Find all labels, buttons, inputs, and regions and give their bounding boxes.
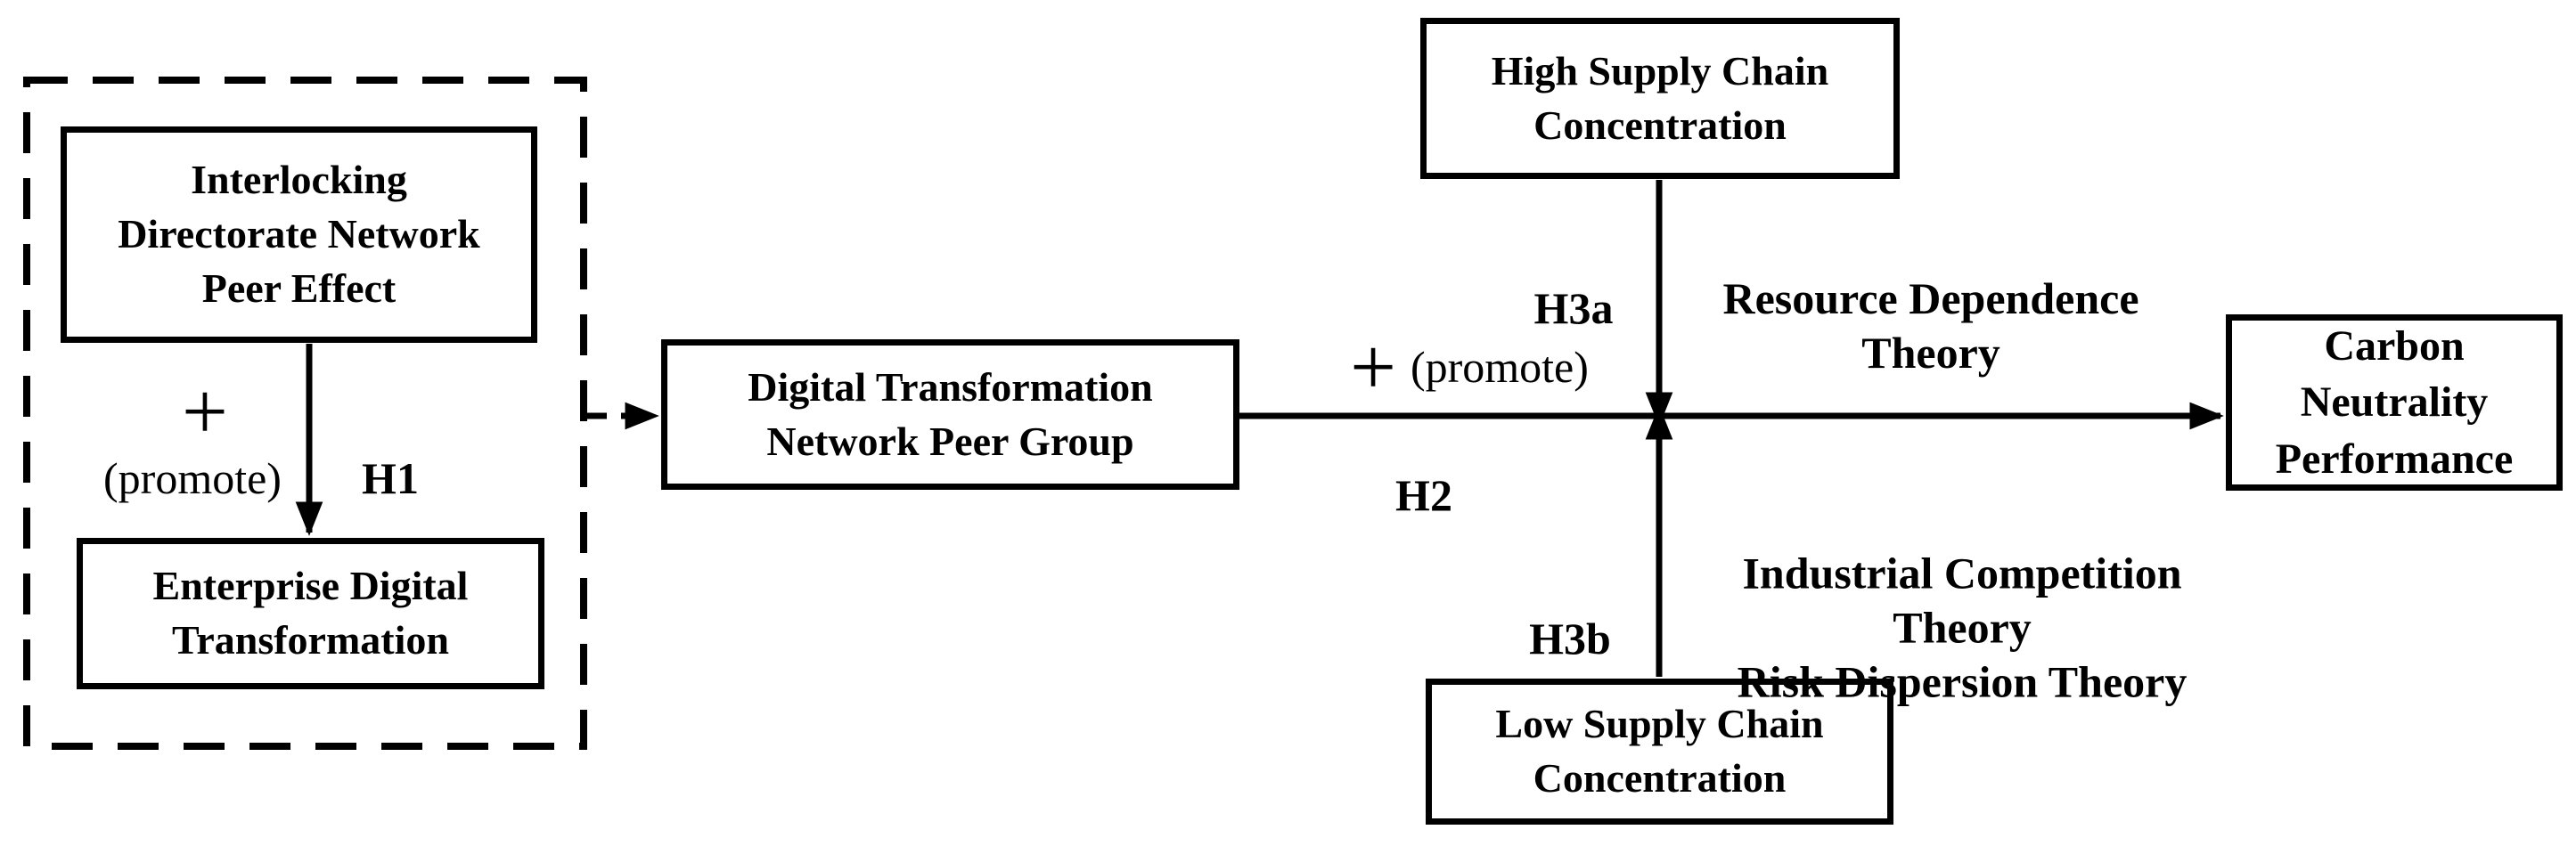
promote-label-h2-group: + (promote) — [1350, 326, 1589, 408]
node-label-line: Enterprise Digital — [152, 563, 469, 609]
node-label-line: Neutrality — [2300, 378, 2489, 427]
node-label-line: Concentration — [1533, 755, 1787, 801]
node-low-supply-chain-concentration: Low Supply Chain Concentration — [1426, 679, 1893, 825]
node-carbon-neutrality-performance: Carbon Neutrality Performance — [2226, 314, 2563, 491]
node-label-line: Interlocking — [191, 157, 407, 203]
node-label-line: Network Peer Group — [766, 418, 1134, 464]
node-interlocking-directorate-network-peer-effect: Interlocking Directorate Network Peer Ef… — [61, 126, 537, 343]
node-label-line: High Supply Chain — [1491, 47, 1829, 94]
node-label-line: Concentration — [1533, 102, 1787, 148]
annotation-line: Theory — [1861, 328, 2000, 378]
hypothesis-label-h3b: H3b — [1529, 614, 1611, 663]
promote-label-h2: (promote) — [1410, 342, 1589, 392]
annotation-line: Industrial Competition — [1742, 548, 2182, 598]
promote-label-h1: (promote) — [103, 453, 282, 503]
node-label-line: Transformation — [172, 617, 449, 663]
promote-plus-sign-h2: + — [1350, 321, 1396, 412]
node-label-line: Digital Transformation — [748, 363, 1153, 410]
node-high-supply-chain-concentration: High Supply Chain Concentration — [1420, 18, 1900, 179]
node-label-line: Carbon — [2324, 321, 2465, 370]
hypothesis-label-h3a: H3a — [1533, 283, 1614, 333]
hypothesis-label-h2: H2 — [1395, 470, 1452, 520]
node-label-line: Peer Effect — [201, 264, 397, 311]
annotation-line: Theory — [1893, 602, 2032, 653]
node-enterprise-digital-transformation: Enterprise Digital Transformation — [77, 538, 544, 689]
annotation-line: Resource Dependence — [1722, 273, 2139, 323]
hypothesis-label-h1: H1 — [362, 453, 419, 503]
promote-plus-sign-h1: + — [182, 366, 228, 457]
node-digital-transformation-network-peer-group: Digital Transformation Network Peer Grou… — [661, 339, 1239, 490]
annotation-industrial-competition-risk-dispersion: Industrial Competition Theory Risk Dispe… — [1738, 547, 2188, 710]
node-label-line: Performance — [2275, 435, 2514, 483]
peer-effect-group-border — [23, 77, 587, 750]
node-label-line: Directorate Network — [118, 211, 480, 257]
annotation-resource-dependence-theory: Resource Dependence Theory — [1722, 272, 2138, 380]
annotation-line: Risk Dispersion Theory — [1737, 656, 2188, 707]
node-label-line: Low Supply Chain — [1495, 701, 1824, 747]
